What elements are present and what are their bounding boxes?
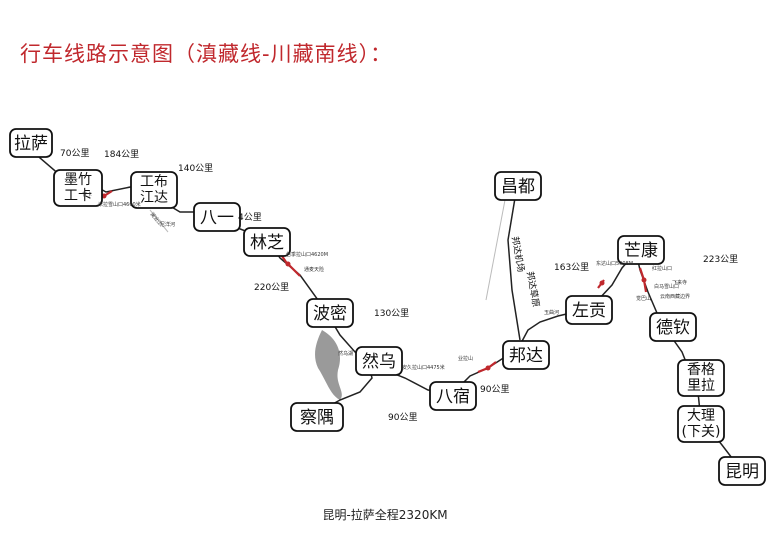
dist-bomi-ranwu: 130公里 xyxy=(374,308,409,319)
city-bomi-label: 波密 xyxy=(313,304,347,324)
river-niyang xyxy=(149,209,169,233)
city-bangda[interactable]: 邦达 xyxy=(502,340,550,370)
dot-hongla xyxy=(641,277,647,283)
city-mozhugongka-line1: 墨竹 xyxy=(64,172,92,188)
city-changdu[interactable]: 昌都 xyxy=(494,171,542,201)
city-xianggelila-line1: 香格 xyxy=(687,362,715,378)
footer-total-distance: 昆明-拉萨全程2320KM xyxy=(322,508,448,522)
map-title: 行车线路示意图（滇藏线-川藏南线）： xyxy=(20,42,393,66)
city-mozhugongka-line2: 工卡 xyxy=(64,188,92,204)
dist-mangkang-deqin: 223公里 xyxy=(703,254,738,265)
dot-dongda xyxy=(599,280,605,286)
minor-6: 红拉山口 xyxy=(652,265,672,272)
minor-2: 通麦天险 xyxy=(304,266,324,273)
city-xianggelila-line2: 里拉 xyxy=(687,378,715,394)
city-deqin-label: 德钦 xyxy=(656,318,690,338)
city-dali[interactable]: 大理 (下关) xyxy=(677,405,725,443)
city-basu[interactable]: 八宿 xyxy=(429,381,477,411)
city-chayu[interactable]: 察隅 xyxy=(290,402,344,432)
minor-7: 觉巴山 xyxy=(636,295,651,302)
city-lhasa[interactable]: 拉萨 xyxy=(9,128,53,158)
city-basu-label: 八宿 xyxy=(436,387,470,407)
city-bayi[interactable]: 八一 xyxy=(193,202,241,232)
city-bangda-label: 邦达 xyxy=(509,346,543,366)
city-gongbu-line2: 江达 xyxy=(140,190,168,206)
city-ranwu[interactable]: 然乌 xyxy=(355,346,403,376)
dist-ranwu-chayu: 90公里 xyxy=(388,412,417,423)
city-lhasa-label: 拉萨 xyxy=(14,134,48,154)
city-zuogong[interactable]: 左贡 xyxy=(565,295,613,325)
dist-lhasa-mozhu: 70公里 xyxy=(60,148,89,159)
minor-0: 米拉雪山口4600米 xyxy=(98,201,141,208)
minor-12: 竹卡 xyxy=(82,191,92,198)
minor-9: 飞来寺 xyxy=(672,280,687,286)
dot-yela xyxy=(485,365,491,371)
minor-3: 安久拉山口4475米 xyxy=(402,364,445,371)
label-bangda-grassland: 邦达草原 xyxy=(524,270,542,308)
minor-10: 云南西藏边界 xyxy=(660,293,690,300)
minor-8: 白马雪山口 xyxy=(654,283,679,290)
city-linzhi[interactable]: 林芝 xyxy=(243,227,291,257)
city-gongbujiangda[interactable]: 工布 江达 xyxy=(130,171,178,209)
city-dali-line2: (下关) xyxy=(682,424,721,440)
city-zuogong-label: 左贡 xyxy=(572,301,606,321)
dist-basu-bangda: 90公里 xyxy=(480,384,509,395)
city-mozhugongka[interactable]: 墨竹 工卡 xyxy=(53,169,103,207)
dist-bayi-linzhi: 4公里 xyxy=(238,212,262,223)
minor-11: 尼洋河 xyxy=(160,221,175,228)
dist-gongbu-bayi: 140公里 xyxy=(178,163,213,174)
minor-1: 色季拉山口4620M xyxy=(286,251,328,258)
city-kunming-label: 昆明 xyxy=(725,462,759,482)
label-ranwu-lake: 然乌湖 xyxy=(338,350,353,357)
dot-sejila xyxy=(285,261,291,267)
city-mangkang[interactable]: 芒康 xyxy=(617,235,665,265)
city-bomi[interactable]: 波密 xyxy=(306,298,354,328)
city-bayi-label: 八一 xyxy=(200,208,234,228)
city-chayu-label: 察隅 xyxy=(300,408,334,428)
city-dali-line1: 大理 xyxy=(687,408,715,424)
city-changdu-label: 昌都 xyxy=(501,177,535,197)
city-kunming[interactable]: 昆明 xyxy=(718,456,766,486)
dist-bangda-zuogong: 163公里 xyxy=(554,262,589,273)
dist-linzhi-bomi: 220公里 xyxy=(254,282,289,293)
dist-mozhu-gongbu: 184公里 xyxy=(104,149,139,160)
city-xianggelila[interactable]: 香格 里拉 xyxy=(677,359,725,397)
minor-4: 业拉山 xyxy=(458,355,473,362)
city-ranwu-label: 然乌 xyxy=(362,352,396,372)
label-yuqu: 玉曲河 xyxy=(544,309,559,316)
route-changdu-branch xyxy=(507,197,521,341)
label-bangda-airport: 邦达机场 xyxy=(509,235,527,273)
city-linzhi-label: 林芝 xyxy=(250,233,284,253)
ranwu-lake-shape xyxy=(315,330,342,400)
city-mangkang-label: 芒康 xyxy=(624,241,658,261)
city-gongbu-line1: 工布 xyxy=(140,174,168,190)
river-line xyxy=(485,199,506,301)
city-deqin[interactable]: 德钦 xyxy=(649,312,697,342)
minor-5: 东达山口5008M xyxy=(596,260,633,267)
